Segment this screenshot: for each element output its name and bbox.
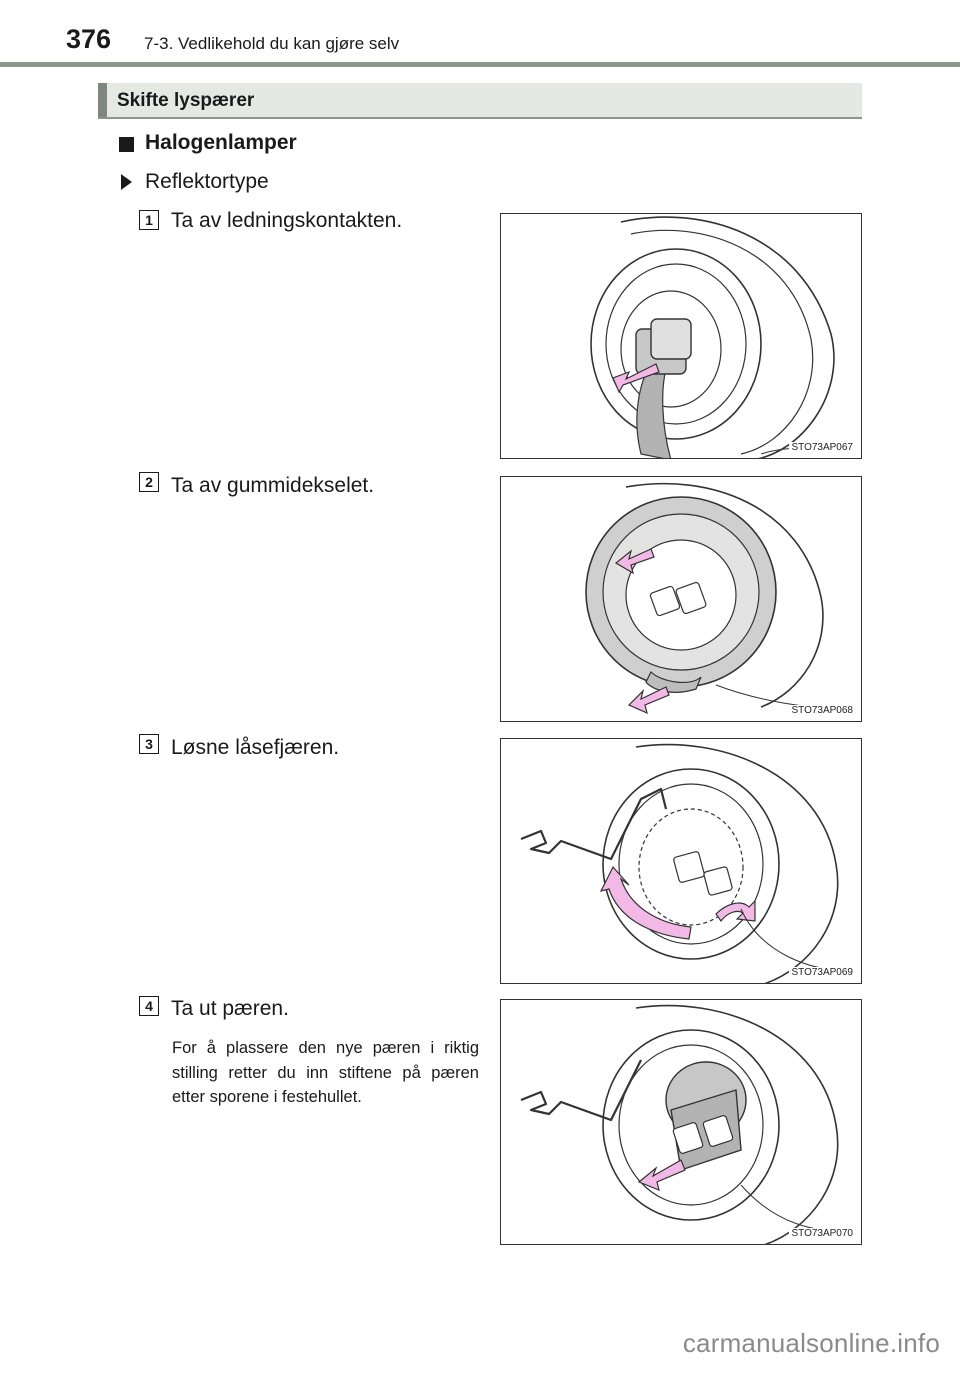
footer-watermark: carmanualsonline.info (682, 1328, 940, 1358)
header-rule (0, 62, 960, 67)
figure-code-1: STO73AP067 (789, 442, 855, 453)
step-text-2: Ta av gummidekselet. (171, 474, 375, 497)
subheading: Reflektortype (145, 170, 269, 193)
figure-3: STO73AP069 (500, 738, 862, 984)
step-text-4: Ta ut pæren. (171, 997, 289, 1020)
figure-4: STO73AP070 (500, 999, 862, 1245)
figure-1: STO73AP067 (500, 213, 862, 459)
section-banner-bar (98, 83, 107, 117)
lock-spring-illustration (520, 743, 852, 983)
chapter-title: 7-3. Vedlikehold du kan gjøre selv (144, 34, 400, 53)
step-text-3: Løsne låsefjæren. (171, 736, 340, 759)
step-number-4: 4 (139, 996, 159, 1016)
figure-code-2: STO73AP068 (789, 705, 855, 716)
section-banner: Skifte lyspærer (98, 83, 862, 119)
step-number-1: 1 (139, 210, 159, 230)
page-number: 376 (66, 24, 112, 54)
connector-removal-illustration (590, 216, 847, 458)
bulb-removal-illustration (520, 1004, 852, 1244)
step-note: For å plassere den nye pæren i riktig st… (172, 1039, 479, 1106)
step-number-3: 3 (139, 734, 159, 754)
figure-code-4: STO73AP070 (789, 1228, 855, 1239)
square-bullet-icon (119, 137, 134, 152)
step-number-2: 2 (139, 472, 159, 492)
rubber-cover-removal-illustration (585, 482, 852, 715)
section-title: Skifte lyspærer (117, 90, 255, 111)
figure-code-3: STO73AP069 (789, 967, 855, 978)
triangle-bullet-icon (121, 174, 132, 190)
step-text-1: Ta av ledningskontakten. (171, 209, 403, 232)
figure-2: STO73AP068 (500, 476, 862, 722)
heading: Halogenlamper (145, 131, 297, 154)
